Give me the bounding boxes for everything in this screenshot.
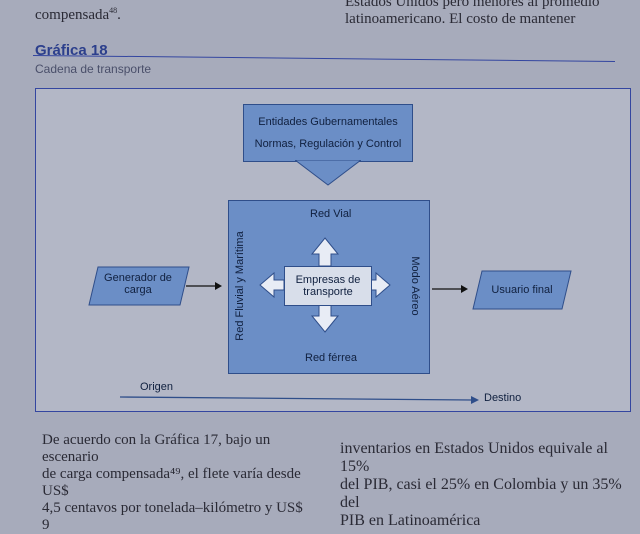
- paragraph-top-left: compensada48.: [35, 2, 121, 24]
- text: compensada: [35, 7, 110, 23]
- paragraph-bottom-right: inventarios en Estados Unidos equivale a…: [340, 440, 640, 530]
- user-shape: [472, 270, 572, 310]
- text-line: latinoamericano. El costo de mantener: [345, 11, 576, 27]
- arrow-right-icon: [432, 285, 468, 293]
- text-line: 4,5 centavos por tonelada–kilómetro y US…: [42, 500, 303, 533]
- label-red-ferrea: Red férrea: [305, 352, 357, 364]
- figure-title: Gráfica 18: [35, 42, 108, 59]
- footnote-ref: 48: [109, 6, 118, 15]
- text-line: PIB en Latinoamérica: [340, 512, 481, 529]
- generator-shape: [88, 266, 190, 306]
- text-line: de carga compensada⁴⁹, el flete varía de…: [42, 466, 301, 499]
- label-modo-aereo: Modo Aéreo: [409, 256, 421, 316]
- figure-subtitle: Cadena de transporte: [35, 62, 152, 76]
- gov-title: Entidades Gubernamentales: [258, 116, 398, 128]
- paragraph-bottom-left: De acuerdo con la Gráfica 17, bajo un es…: [42, 432, 312, 534]
- text-line: del PIB, casi el 25% en Colombia y un 35…: [340, 476, 622, 511]
- origin-destination-arrow: [120, 396, 479, 404]
- user-label: Usuario final: [491, 284, 553, 296]
- destination-label: Destino: [484, 392, 522, 404]
- arrow-right-icon: [186, 282, 222, 290]
- text-line: De acuerdo con la Gráfica 17, bajo un es…: [42, 432, 271, 465]
- center-box: Empresas de transporte: [284, 266, 372, 306]
- text-line: Estados Unidos pero menores al promedio: [345, 0, 600, 10]
- gov-subtitle: Normas, Regulación y Control: [254, 138, 402, 150]
- label-red-vial: Red Vial: [310, 208, 352, 220]
- paragraph-top-right: Estados Unidos pero menores al promedio …: [345, 0, 615, 28]
- text-line: inventarios en Estados Unidos equivale a…: [340, 440, 608, 475]
- label-red-fluvial: Red Fluvial y Marítima: [234, 231, 246, 341]
- down-arrow-icon: [295, 160, 361, 186]
- origin-label: Origen: [140, 381, 174, 393]
- government-box: Entidades Gubernamentales Normas, Regula…: [243, 104, 413, 162]
- title-rule: [33, 54, 615, 63]
- generator-label: Generador de carga: [104, 272, 172, 296]
- text: .: [117, 7, 121, 23]
